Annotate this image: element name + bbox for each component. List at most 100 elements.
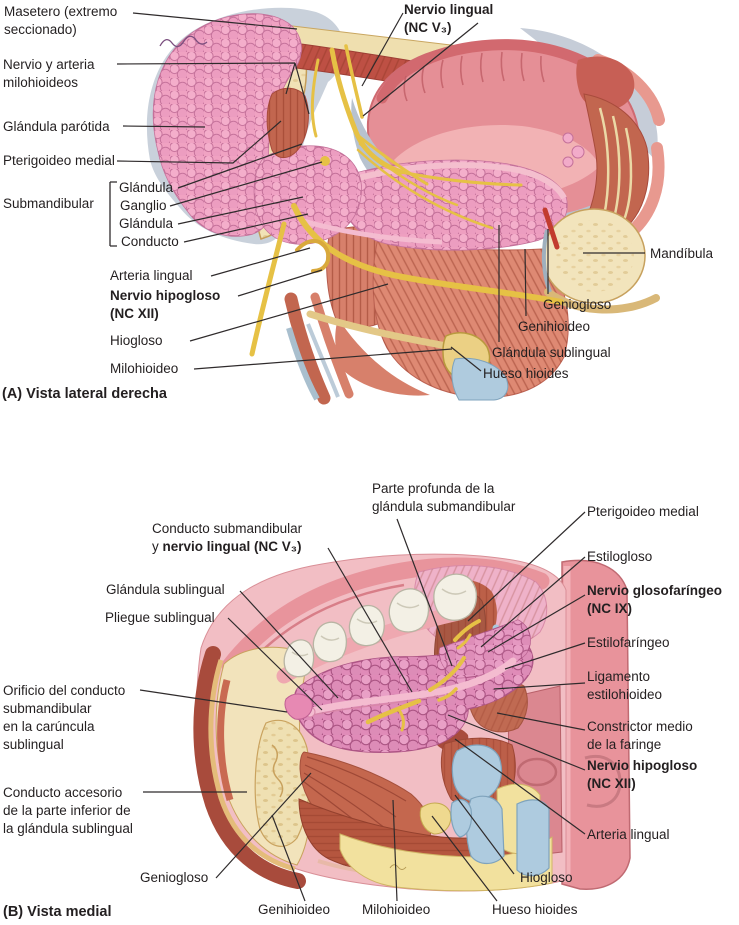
label-pliegue-sublingual: Pliegue sublingual — [105, 609, 215, 627]
hyoid-bone-shape-b — [419, 802, 452, 835]
art-shape — [291, 651, 309, 657]
label-line: Constrictor medio — [587, 719, 693, 734]
label-milohioideo-a: Milohioideo — [110, 360, 178, 378]
art-shape — [291, 588, 467, 657]
art-shape — [540, 55, 545, 83]
label-line: Hiogloso — [520, 870, 573, 885]
label-line: y nervio lingual (NC V₃) — [152, 538, 302, 556]
leader-milohioideo-b — [392, 799, 398, 902]
art-shape — [544, 288, 660, 314]
label-line: Arteria lingual — [587, 827, 670, 842]
art-shape — [520, 52, 525, 82]
label-estilofaringeo: Estilofaríngeo — [587, 634, 670, 652]
leader-hiogloso-b — [454, 794, 515, 875]
art-shape — [356, 148, 494, 230]
label-line: Ligamento — [587, 669, 651, 684]
label-line: Milohioideo — [110, 361, 179, 376]
leader-nervio-lingual-2 — [362, 22, 479, 117]
art-shape — [304, 764, 397, 818]
art-shape — [622, 127, 633, 221]
label-line: Estilogloso — [587, 549, 653, 564]
label-hiogloso-b: Hiogloso — [520, 869, 573, 887]
label-mandibula: Mandíbula — [650, 245, 713, 263]
label-line: (NC XII) — [110, 306, 159, 321]
lingual-artery-shape — [295, 239, 331, 273]
caption-figure-b: (B) Vista medial — [3, 903, 112, 921]
leader-orificio — [139, 689, 288, 713]
artist-signature — [159, 35, 208, 48]
artist-signature-b — [389, 864, 407, 870]
art-shape — [554, 220, 634, 292]
label-line: seccionado) — [4, 22, 77, 37]
label-line: Pliegue sublingual — [105, 610, 215, 625]
label-genihioideo-a: Genihioideo — [518, 318, 590, 336]
label-line: Hueso hioides — [492, 902, 578, 917]
label-segment-bold: nervio lingual (NC V₃) — [162, 539, 302, 554]
leader-arteria-b — [454, 738, 586, 835]
label-nervio-arteria: Nervio y arteria milohioideos — [3, 56, 95, 92]
leader-masetero — [132, 12, 298, 30]
label-line: Glándula parótida — [3, 119, 110, 134]
leader-estilofaringeo — [504, 642, 586, 670]
art-shape — [208, 659, 296, 872]
label-line: estilohioideo — [587, 687, 663, 702]
label-line: Glándula — [119, 180, 174, 195]
leader-genihioideo-a — [524, 248, 527, 317]
label-line: en la carúncula — [3, 719, 95, 734]
label-glandula-2: Glándula — [119, 215, 173, 233]
art-shape — [598, 107, 610, 217]
art-shape — [562, 132, 574, 144]
leader-pliegue — [227, 617, 323, 711]
caption-figure-a: (A) Vista lateral derecha — [2, 385, 167, 403]
label-line: milohioideos — [3, 75, 79, 90]
art-shape — [284, 292, 331, 405]
art-shape — [271, 744, 284, 798]
label-line: (NC V₃) — [404, 20, 452, 35]
tongue-ridges — [403, 51, 545, 102]
label-line: (NC IX) — [587, 601, 632, 616]
label-conducto-accesorio: Conducto accesorio de la parte inferior … — [3, 784, 133, 838]
submandibular-duct-shape-a — [299, 217, 443, 245]
label-line: Hiogloso — [110, 333, 163, 348]
label-segment: Conducto submandibular — [152, 521, 303, 536]
mylohyoid-nerve-shape — [310, 58, 320, 138]
art-shape — [311, 694, 446, 716]
label-constrictor: Constrictor medio de la faringe — [587, 718, 693, 754]
art-shape — [571, 145, 585, 159]
nerves-b — [365, 619, 481, 732]
art-shape — [451, 744, 503, 802]
chin-bone-section — [541, 208, 660, 314]
art-shape — [351, 162, 567, 200]
label-nervio-hipogloso-a: Nervio hipogloso (NC XII) — [110, 287, 220, 323]
leader-conducto-sub — [327, 547, 413, 693]
label-line: Nervio hipogloso — [587, 758, 698, 773]
art-shape — [516, 757, 558, 787]
leader-glandula-2 — [177, 196, 304, 225]
art-shape — [344, 44, 364, 119]
hyoid-region-shape — [339, 833, 553, 892]
art-shape — [584, 755, 622, 808]
leader-constrictor — [496, 712, 586, 731]
label-line: Estilofaríngeo — [587, 635, 670, 650]
art-shape — [516, 799, 550, 877]
label-geniogloso-a: Geniogloso — [543, 296, 611, 314]
label-arteria-lingual-b: Arteria lingual — [587, 826, 670, 844]
label-line: Conducto accesorio — [3, 785, 123, 800]
label-line: de la parte inferior de — [3, 803, 131, 818]
label-geniogloso-b: Geniogloso — [140, 869, 208, 887]
label-parte-profunda: Parte profunda de la glándula submandibu… — [372, 480, 515, 516]
leader-hipogloso-a — [237, 269, 323, 297]
art-shape — [306, 323, 340, 398]
art-shape — [440, 59, 444, 89]
label-line: Nervio lingual — [404, 2, 494, 17]
label-hueso-hioides-b: Hueso hioides — [492, 901, 578, 919]
leader-parotida — [122, 125, 206, 128]
leader-genihioideo-b — [271, 814, 306, 902]
leader-hueso-a — [450, 346, 482, 372]
label-milohioideo-b: Milohioideo — [362, 901, 430, 919]
art-shape — [335, 318, 430, 396]
label-line: Conducto — [121, 234, 179, 249]
submandibular-bracket — [109, 181, 117, 247]
leader-hipogloso-b — [447, 714, 586, 771]
